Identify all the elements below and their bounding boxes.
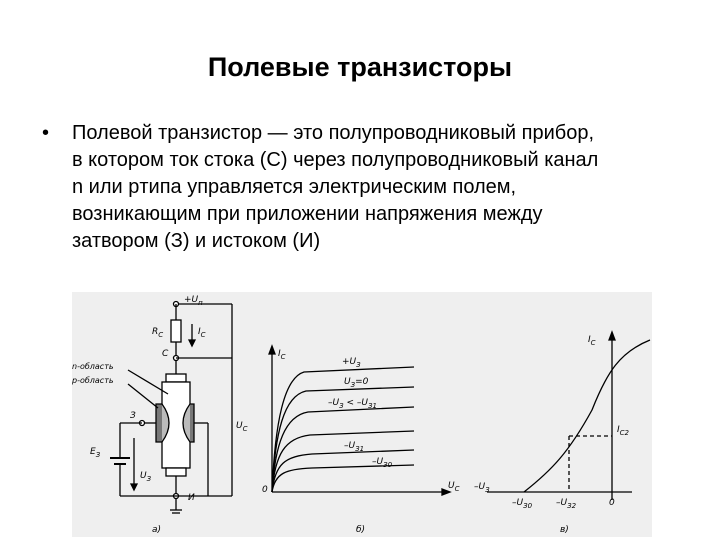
label-n-region: n-область <box>72 362 114 371</box>
label-c-ic: IC <box>588 335 596 347</box>
label-u32: –UЗ2 <box>556 498 577 510</box>
label-gate: З <box>130 411 136 421</box>
label-c-zero: 0 <box>609 498 615 508</box>
label-ez: EЗ <box>90 447 101 459</box>
label-neg-uz: –UЗ <box>474 482 490 494</box>
circuit-diagram <box>110 300 233 514</box>
label-ic2: IC2 <box>617 425 630 437</box>
caption-b: б) <box>356 525 365 535</box>
label-source: И <box>188 493 195 503</box>
figure-svg: +Uп RC IC C n-область p-область З UC EЗ … <box>72 295 651 535</box>
caption-c: в) <box>560 525 569 535</box>
label-b-origin: 0 <box>262 485 268 495</box>
label-uz: UЗ <box>140 471 152 483</box>
caption-a: а) <box>152 525 161 535</box>
output-characteristics <box>268 344 452 496</box>
label-drain-c: C <box>162 349 169 359</box>
bullet-marker: • <box>42 122 50 144</box>
bullet-line: в котором ток стока (С) через полупровод… <box>72 149 599 171</box>
curve-label: UЗ=0 <box>344 377 369 389</box>
curve-label: –UЗ0 <box>372 457 393 469</box>
label-p-region: p-область <box>72 376 114 385</box>
bullet-line: n или pтипа управляется электрическим по… <box>72 176 517 198</box>
label-ic: IC <box>198 327 206 339</box>
curve-label: –UЗ1 <box>344 441 364 453</box>
bullet-line: возникающим при приложении напряжения ме… <box>72 203 543 225</box>
label-rc: RC <box>152 327 163 339</box>
label-u30: –UЗ0 <box>512 498 533 510</box>
resistor-rc <box>170 319 182 343</box>
transfer-characteristic <box>487 330 651 500</box>
label-uc: UC <box>236 421 248 433</box>
slide-title: Полевые транзисторы <box>207 52 513 82</box>
bullet-text: Полевой транзистор — это полупроводников… <box>72 120 682 255</box>
label-b-ic: IC <box>278 349 286 361</box>
bullet-line: затвором (З) и истоком (И) <box>72 230 321 252</box>
bullet-line: Полевой транзистор — это полупроводников… <box>72 122 595 144</box>
transistor-figure: +Uп RC IC C n-область p-область З UC EЗ … <box>72 292 652 537</box>
label-b-uc: UC <box>448 481 460 493</box>
curve-label: +UЗ <box>342 357 361 369</box>
curve-label: –UЗ < –UЗ1 <box>328 398 377 410</box>
label-plus-up: +Uп <box>184 295 203 307</box>
